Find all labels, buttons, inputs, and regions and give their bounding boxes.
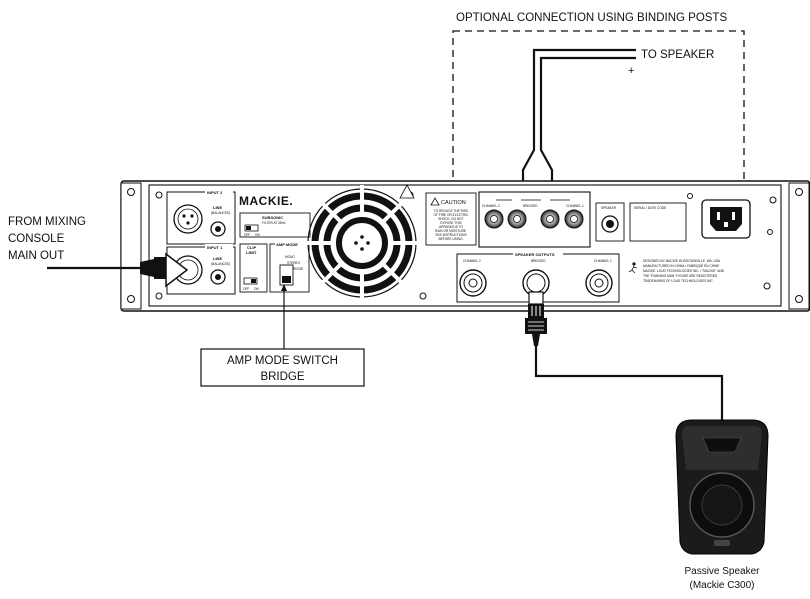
speakon-channel-1-icon[interactable] xyxy=(585,269,613,297)
amp-mode-section: AMP MODE MONO STEREO BRIDGE xyxy=(269,241,310,293)
passive-speaker-icon xyxy=(675,419,769,555)
speaker-cable xyxy=(525,291,724,420)
serial-section: SERIAL / DATE CODE xyxy=(629,202,687,242)
xlr-plug-icon xyxy=(165,252,189,288)
amplifier-rear-panel: INPUT 2 LINE (BALANCED) INPUT 1 LINE (BA… xyxy=(120,180,810,312)
amp-mode-callout-line1: AMP MODE SWITCH xyxy=(227,355,338,367)
source-label: FROM MIXING CONSOLE MAIN OUT xyxy=(8,216,86,262)
speakon-plug-collar xyxy=(528,291,544,305)
input-2-section: INPUT 2 LINE (BALANCED) xyxy=(166,189,236,245)
subsonic-on-label: ON xyxy=(255,233,260,237)
caution-label: CAUTION xyxy=(441,200,466,206)
clip-on-label: ON xyxy=(254,287,259,291)
caution-text-6: SEE INSTRUCTIONS xyxy=(435,233,466,237)
designed-text-3: THE "RUNNING MAN" FIGURE ARE REGISTERED xyxy=(643,274,718,278)
designed-text-1: MANUFACTURED IN CHINA • FABRIQUÉ EN CHIN… xyxy=(643,263,719,268)
caution-text-1: OF FIRE OR ELECTRIC xyxy=(434,213,470,217)
optional-connection-title: OPTIONAL CONNECTION USING BINDING POSTS xyxy=(456,12,727,24)
caution-text-2: SHOCK, DO NOT xyxy=(438,217,464,221)
clip-limit-section: CLIP LIMIT OFF ON xyxy=(239,243,268,293)
input-2-label: INPUT 2 xyxy=(207,190,223,195)
clip-off-label: OFF xyxy=(243,287,249,291)
running-man-icon xyxy=(628,262,638,274)
speaker-outputs-label: SPEAKER OUTPUTS xyxy=(515,252,555,257)
source-line3: MAIN OUT xyxy=(8,250,64,262)
amp-mode-callout: AMP MODE SWITCH BRIDGE xyxy=(200,284,365,387)
subsonic-label: SUBSONIC xyxy=(262,215,283,220)
speaker-out-channel-2-label: CHANNEL 2 xyxy=(463,259,481,263)
binding-posts-section: CHANNEL 2 BRIDGED CHANNEL 1 xyxy=(478,191,591,248)
caution-section: CAUTION TO REDUCE THE RISK OF FIRE OR EL… xyxy=(399,184,477,246)
mackie-logo: MACKIE. xyxy=(239,194,293,208)
caution-text-3: EXPOSE THIS xyxy=(440,221,461,225)
binding-post-wire-negative xyxy=(521,48,636,182)
speakon-channel-2-icon[interactable] xyxy=(459,269,487,297)
amp-mode-stereo-label: STEREO xyxy=(287,261,301,265)
amp-mode-callout-line2: BRIDGE xyxy=(260,371,304,383)
serial-label: SERIAL / DATE CODE xyxy=(634,206,666,210)
binding-post-channel-2-label: CHANNEL 2 xyxy=(482,204,500,208)
source-line2: CONSOLE xyxy=(8,233,65,245)
power-inlet-icon[interactable] xyxy=(701,199,751,239)
input-2-balanced-label: (BALANCED) xyxy=(211,211,230,215)
rack-ear-right xyxy=(788,182,810,310)
limit-label: LIMIT xyxy=(246,250,257,255)
subsonic-sub-label: FILTER AT 35Hz xyxy=(262,221,286,225)
clip-label: CLIP xyxy=(247,245,256,250)
designed-text-4: TRADEMARKS OF LOUD TECHNOLOGIES INC. xyxy=(643,279,714,283)
input-1-label: INPUT 1 xyxy=(207,245,223,250)
speaker-label-line2: (Mackie C300) xyxy=(689,580,754,591)
xlr-plug-body xyxy=(154,257,168,279)
input-2-line-label: LINE xyxy=(213,205,222,210)
speaker-outputs-section: SPEAKER OUTPUTS CHANNEL 2 BRIDGED CHANNE… xyxy=(456,251,620,303)
binding-post-channel-1-label: CHANNEL 1 xyxy=(566,204,584,208)
caution-text-4: APPARATUS TO xyxy=(439,225,464,229)
optional-connection-box: OPTIONAL CONNECTION USING BINDING POSTS … xyxy=(452,12,745,186)
subsonic-switch[interactable] xyxy=(244,224,259,232)
designed-by-text: DESIGNED BY MACKIE IN WOODINVILLE, WA, U… xyxy=(628,259,725,283)
speaker-out-channel-1-label: CHANNEL 1 xyxy=(594,259,612,263)
warning-triangle-icon xyxy=(430,197,440,206)
input-1-balanced-label: (BALANCED) xyxy=(211,262,230,266)
rack-screw-icons xyxy=(127,188,803,303)
amp-mode-label: AMP MODE xyxy=(276,242,298,247)
caution-text-5: RAIN OR MOISTURE. xyxy=(435,229,467,233)
speaker-out-bridged-label: BRIDGED xyxy=(531,259,546,263)
rack-ear-left xyxy=(120,182,142,310)
callout-arrow-icon xyxy=(281,284,287,291)
amp-mode-mono-label: MONO xyxy=(285,255,295,259)
designed-text-0: DESIGNED BY MACKIE IN WOODINVILLE, WA, U… xyxy=(643,259,721,263)
fan-grille-icon xyxy=(304,185,420,301)
shock-warning-icon xyxy=(399,184,415,199)
speaker-jack-label: SPEAKER xyxy=(601,206,617,210)
input-1-line-label: LINE xyxy=(213,256,222,261)
amp-mode-bridge-label: BRIDGE xyxy=(291,267,303,271)
caution-text-0: TO REDUCE THE RISK xyxy=(434,209,469,213)
input-cable xyxy=(47,252,189,288)
clip-limit-switch[interactable] xyxy=(243,277,258,285)
subsonic-off-label: OFF xyxy=(244,233,250,237)
speaker-jack-section: SPEAKER xyxy=(595,202,625,242)
caution-text-7: BEFORE USING. xyxy=(439,237,464,241)
to-speaker-label: TO SPEAKER xyxy=(641,49,714,61)
binding-post-icons[interactable] xyxy=(484,209,584,229)
xlr-cable-strain-relief xyxy=(140,259,154,277)
designed-text-2: MACKIE. LOUD TECHNOLOGIES INC. • "MACKIE… xyxy=(643,269,725,273)
binding-post-wire-positive xyxy=(539,56,636,182)
binding-post-bridged-label: BRIDGED xyxy=(523,204,538,208)
plus-sign: + xyxy=(628,65,634,77)
speaker-label-line1: Passive Speaker xyxy=(684,566,760,577)
subsonic-section: SUBSONIC FILTER AT 35Hz OFF ON xyxy=(239,212,311,238)
source-line1: FROM MIXING xyxy=(8,216,86,228)
